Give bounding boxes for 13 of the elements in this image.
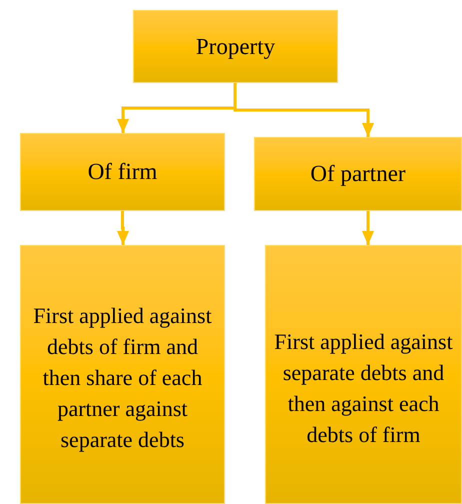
box-label: Of firm bbox=[86, 158, 158, 186]
connector-arrow bbox=[362, 211, 374, 245]
process-box bbox=[133, 10, 338, 83]
box-label: First applied against debts of firm and then share of each partner against separate debts bbox=[32, 302, 213, 454]
box-label: First applied against separate debts and then against each debts of firm bbox=[273, 328, 454, 448]
box-label: Property bbox=[194, 32, 276, 61]
process-box bbox=[20, 245, 225, 504]
connector-arrow bbox=[117, 211, 129, 245]
process-box bbox=[20, 133, 225, 211]
process-box bbox=[265, 245, 462, 504]
box-label: Of partner bbox=[309, 160, 407, 188]
connector-arrow bbox=[234, 83, 374, 137]
process-box bbox=[254, 137, 462, 211]
